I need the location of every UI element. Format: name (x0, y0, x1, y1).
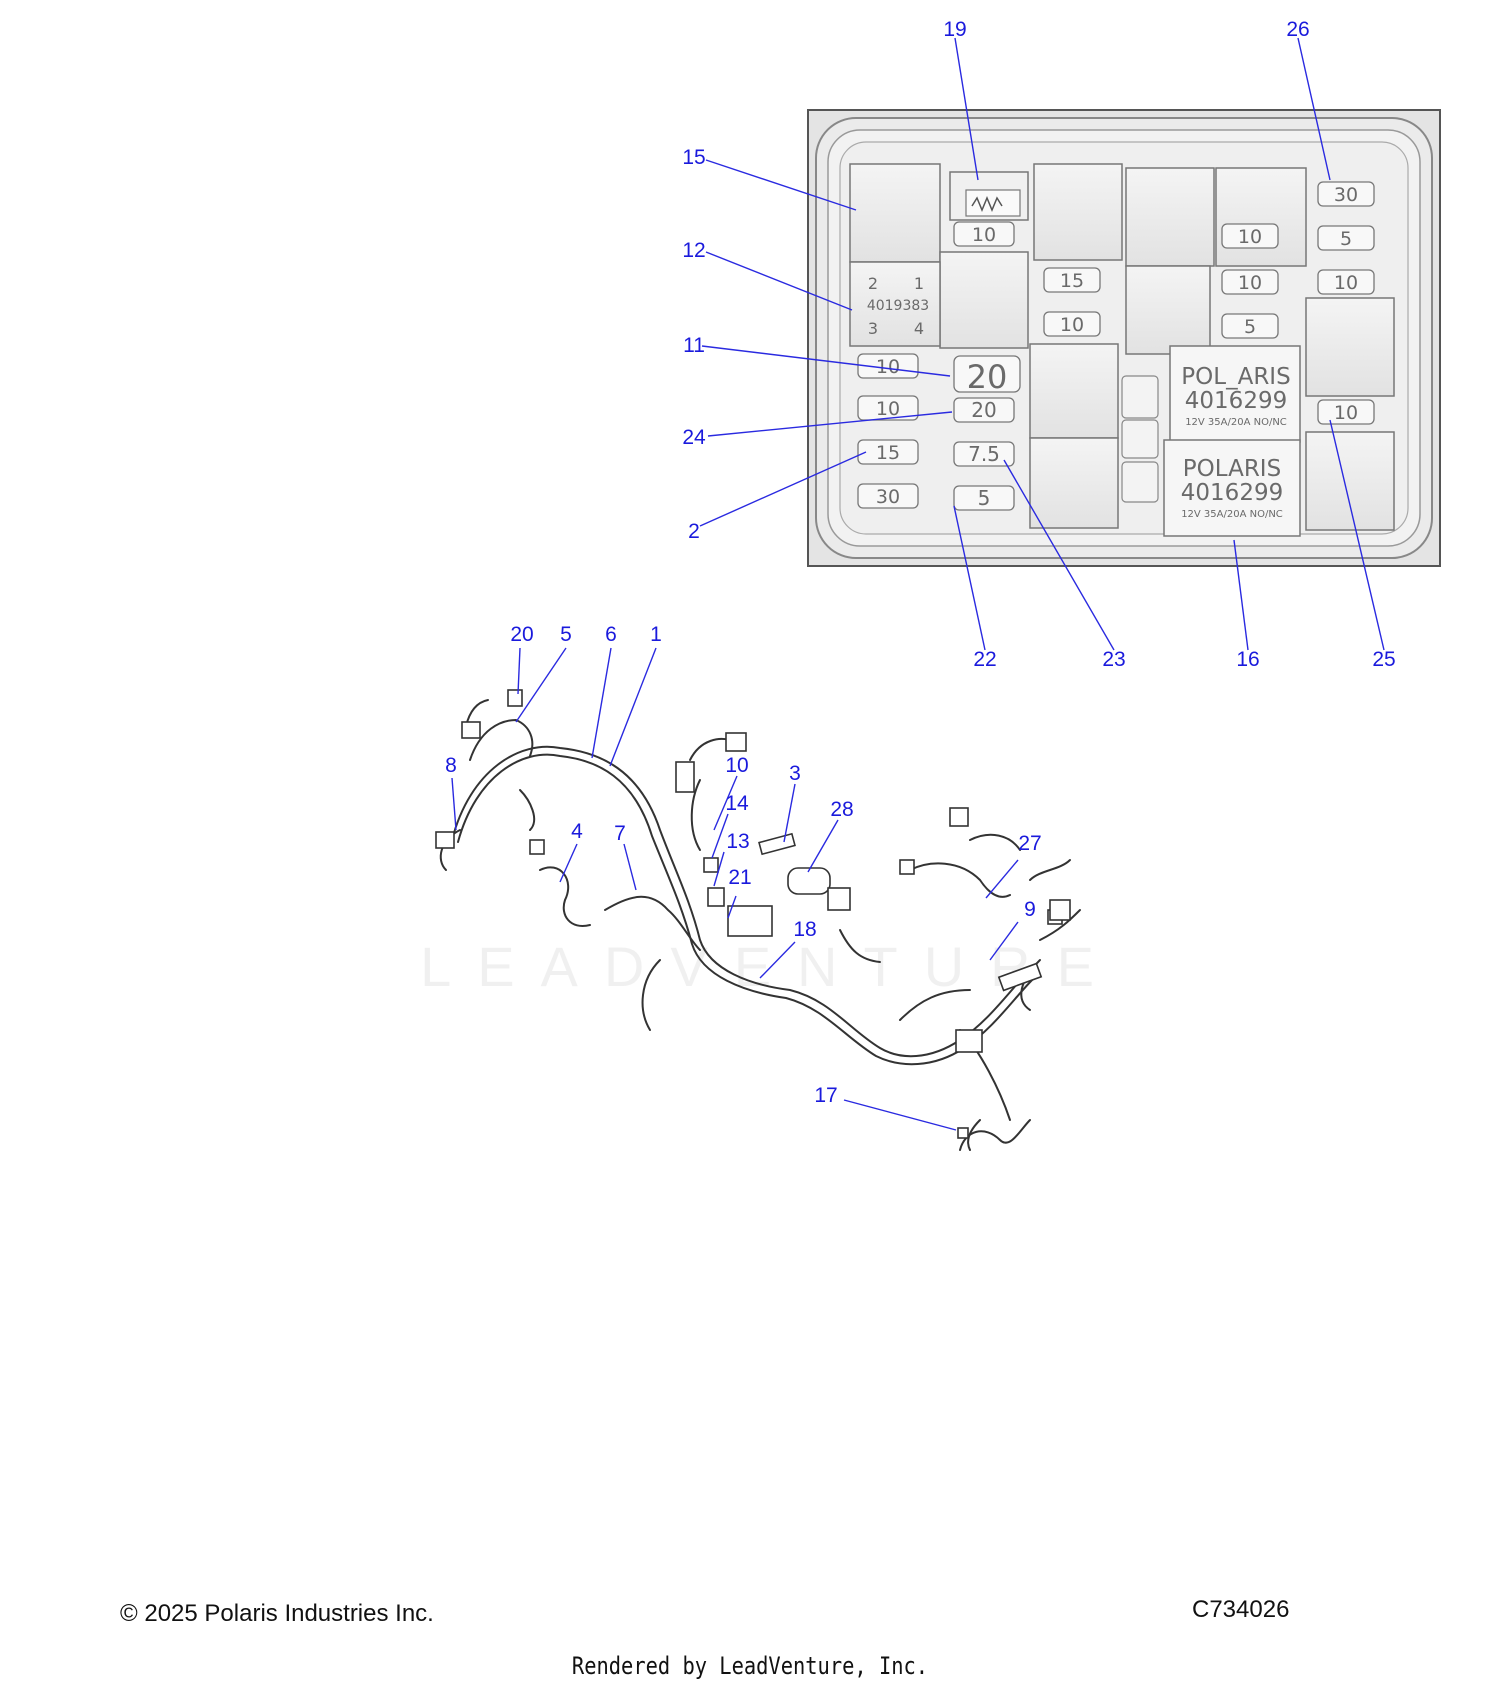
copyright-notice: © 2025 Polaris Industries Inc. (120, 1600, 434, 1627)
callout-3: 3 (789, 762, 801, 785)
callout-8: 8 (445, 754, 457, 777)
fuse-rating: 15 (876, 442, 900, 464)
fuse-rating: 7.5 (968, 442, 1000, 466)
relay-rating: 12V 35A/20A NO/NC (1181, 509, 1283, 520)
harness-connectors (435, 689, 1071, 1139)
fuse: 30 (857, 483, 919, 509)
fuse: 30 (1317, 181, 1375, 207)
callout-10: 10 (725, 754, 748, 777)
leader-lines (451, 37, 1385, 1131)
fuse-rating: 30 (1334, 184, 1358, 206)
callout-14: 14 (725, 792, 749, 815)
callout-17: 17 (814, 1084, 837, 1107)
relay-pin-2: 2 (868, 274, 878, 293)
connector-20 (507, 689, 523, 707)
callout-13: 13 (726, 830, 749, 853)
fuse: 5 (953, 485, 1015, 511)
fuse-rating: 10 (1060, 314, 1084, 336)
fuse-rating: 10 (876, 356, 900, 378)
relay-brand: POL_ARIS (1181, 364, 1290, 390)
fuse-box: 2 1 4019383 3 4 POL_ARIS 4016299 12V 35A… (807, 109, 1441, 567)
fuse-rating: 20 (967, 358, 1008, 396)
callout-24: 24 (682, 426, 706, 449)
relay-pin-3: 3 (868, 319, 878, 338)
fuse-rating: 15 (1060, 270, 1084, 292)
fuse-rating: 30 (876, 486, 900, 508)
fuse-rating: 10 (1334, 272, 1358, 294)
callout-25: 25 (1372, 648, 1395, 671)
callout-1: 1 (650, 623, 662, 646)
relay-4016299-lower: POLARIS 4016299 12V 35A/20A NO/NC (1163, 439, 1301, 537)
callout-22: 22 (973, 648, 996, 671)
fuse-rating: 10 (876, 398, 900, 420)
callout-27: 27 (1018, 832, 1041, 855)
fuse: 10 (953, 221, 1015, 247)
fuse-rating: 10 (972, 224, 996, 246)
callout-18: 18 (793, 918, 816, 941)
fuse: 10 (857, 353, 919, 379)
relay-4019383: 2 1 4019383 3 4 (849, 261, 941, 347)
fuse: 5 (1317, 225, 1375, 251)
relay-pin-1: 1 (914, 274, 924, 293)
fuse: 20 (953, 397, 1015, 423)
callout-19: 19 (943, 18, 966, 41)
callout-21: 21 (728, 866, 751, 889)
fuse: 10 (857, 395, 919, 421)
fuse-rating: 10 (1238, 226, 1262, 248)
watermark: LEADVENTURE (420, 935, 1120, 998)
relay-4016299-upper: POL_ARIS 4016299 12V 35A/20A NO/NC (1169, 345, 1301, 443)
relay-pin-4: 4 (914, 319, 924, 338)
relay-brand: POLARIS (1183, 456, 1281, 482)
relay-part-number: 4019383 (867, 298, 929, 314)
fuse-rating: 5 (1244, 316, 1256, 338)
fuse: 20 (953, 355, 1021, 396)
fuse-rating: 10 (1238, 272, 1262, 294)
callout-28: 28 (830, 798, 853, 821)
fuse: 7.5 (953, 441, 1015, 467)
callout-2: 2 (688, 520, 700, 543)
connector-slots (1121, 375, 1159, 503)
fuse: 5 (1221, 313, 1279, 339)
fuse: 10 (1317, 399, 1375, 425)
callout-5: 5 (560, 623, 572, 646)
fuse: 10 (1043, 311, 1101, 337)
fuse: 15 (857, 439, 919, 465)
callout-7: 7 (614, 822, 626, 845)
fuse-rating: 5 (978, 486, 991, 510)
callout-12: 12 (682, 239, 705, 262)
circuit-breaker (949, 171, 1029, 221)
rendered-by-credit: Rendered by LeadVenture, Inc. (571, 1652, 929, 1680)
callout-15: 15 (682, 146, 705, 169)
fuse-rating: 20 (971, 398, 996, 422)
callout-16: 16 (1236, 648, 1259, 671)
callout-labels: 19 26 15 12 11 24 2 22 23 16 25 20 5 6 1… (445, 18, 1396, 1107)
relay-part-number: 4016299 (1181, 480, 1283, 506)
relay-blocks (849, 163, 1395, 531)
fuse: 15 (1043, 267, 1101, 293)
callout-9: 9 (1024, 898, 1036, 921)
fuse-rating: 10 (1334, 402, 1358, 424)
callout-20: 20 (510, 623, 533, 646)
relay-part-number: 4016299 (1185, 388, 1287, 414)
relay-rating: 12V 35A/20A NO/NC (1185, 417, 1287, 428)
fuse: 10 (1221, 269, 1279, 295)
fuse: 10 (1221, 223, 1279, 249)
fuse-rating: 5 (1340, 228, 1352, 250)
diagram-code: C734026 (1192, 1596, 1290, 1623)
callout-23: 23 (1102, 648, 1125, 671)
callout-11: 11 (683, 334, 705, 357)
callout-26: 26 (1286, 18, 1309, 41)
callout-6: 6 (605, 623, 617, 646)
fuse: 10 (1317, 269, 1375, 295)
fuses: 30 5 10 10 10 15 (857, 181, 1375, 511)
callout-4: 4 (571, 820, 583, 843)
